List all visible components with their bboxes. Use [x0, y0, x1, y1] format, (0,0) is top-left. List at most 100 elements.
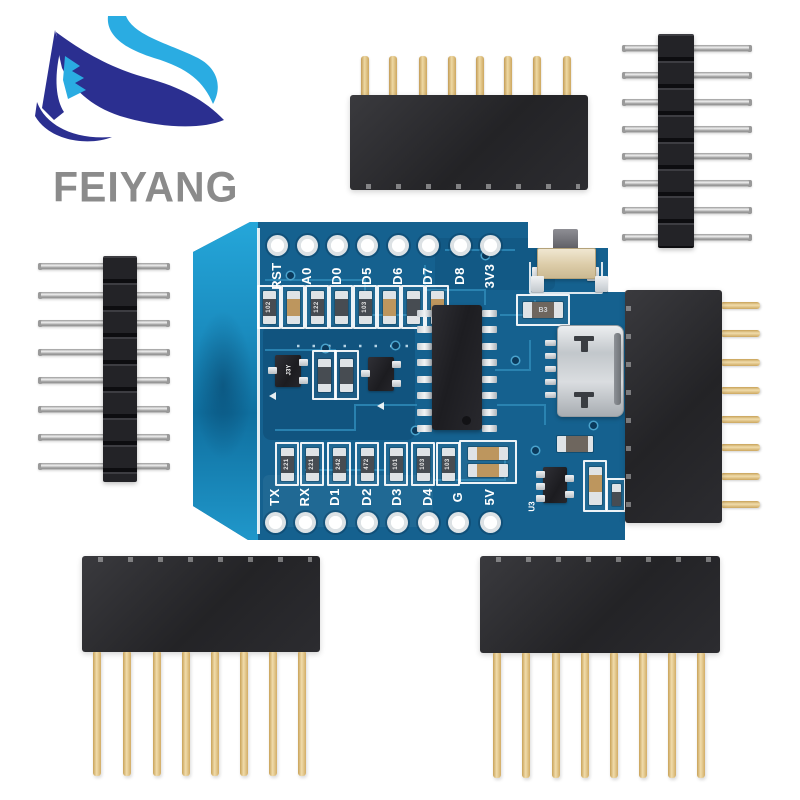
smd-resistor: 242: [327, 442, 351, 486]
via: [412, 427, 419, 434]
regulator-marking: U3: [527, 501, 537, 512]
socket-plastic-body: [480, 556, 720, 653]
brand-name: FEIYANG: [53, 163, 239, 211]
usb-tab: [574, 392, 594, 397]
smd-resistor: 101: [384, 442, 408, 486]
through-hole: [265, 512, 286, 533]
header-pin: [722, 387, 760, 394]
ic-pins-right: [482, 310, 497, 432]
usb-solder-pin: [545, 392, 556, 398]
through-hole: [418, 512, 439, 533]
micro-usb-connector: [557, 325, 624, 417]
through-hole: [297, 235, 318, 256]
header-pin: [389, 56, 397, 98]
transistor-leg: [392, 380, 401, 387]
pin-label-d4: D4: [420, 488, 435, 506]
transistor-leg: [299, 359, 308, 366]
diode-marking: B3: [538, 306, 548, 314]
smd-resistor: 103: [436, 442, 460, 486]
header-pin: [722, 501, 760, 508]
regulator-leg: [565, 475, 574, 482]
smd-capacitor: [468, 464, 508, 477]
feiyang-logo: FEIYANG: [25, 14, 240, 211]
through-hole: [418, 235, 439, 256]
header-pin: [533, 56, 541, 98]
header-pin: [504, 56, 512, 98]
solder-pad: [595, 276, 608, 292]
through-hole: [448, 512, 469, 533]
smd-resistor: [334, 350, 359, 400]
via: [532, 447, 539, 454]
antenna-region: [193, 222, 258, 540]
ic-pin1-dot: [462, 416, 471, 425]
pin-label-tx: TX: [267, 488, 282, 506]
header-pin: [182, 652, 190, 776]
usb-opening: [614, 333, 621, 405]
header-pin: [552, 653, 560, 778]
main-ic-chip: [432, 305, 482, 430]
usb-tab: [574, 336, 594, 341]
through-hole: [267, 235, 288, 256]
socket-plastic-body: [350, 95, 588, 190]
usb-solder-pin: [545, 353, 556, 359]
through-hole: [327, 235, 348, 256]
usb-solder-pin: [545, 379, 556, 385]
smd-resistor: [401, 285, 425, 329]
header-pin: [522, 653, 530, 778]
header-pin: [93, 652, 101, 776]
pin-label-5v: 5V: [482, 488, 497, 506]
regulator-leg: [536, 483, 545, 490]
smd-capacitor: [583, 460, 607, 512]
header-pin: [448, 56, 456, 98]
diode-box: B3: [516, 294, 570, 326]
pin-label-d8: D8: [452, 267, 467, 285]
pin-label-d3: D3: [389, 488, 404, 506]
through-hole: [388, 235, 409, 256]
header-pin: [269, 652, 277, 776]
smd-resistor: 103: [411, 442, 435, 486]
via: [392, 342, 399, 349]
through-hole: [387, 512, 408, 533]
through-hole: [480, 235, 501, 256]
header-pin: [610, 653, 618, 778]
silkscreen-mark: [269, 392, 276, 400]
smd-resistor: [329, 285, 353, 329]
header-pin: [419, 56, 427, 98]
header-pin: [697, 653, 705, 778]
via: [287, 272, 294, 279]
transistor-leg: [392, 361, 401, 368]
regulator-leg: [536, 471, 545, 478]
smd-resistor: [606, 478, 625, 512]
regulator-leg: [565, 491, 574, 498]
through-hole: [480, 512, 501, 533]
header-pin: [476, 56, 484, 98]
d1-mini-pcb: RST A0 D0 D5 D6 D7 D8 3V3 102 122 103 J3…: [193, 222, 625, 540]
pin-label-d1: D1: [327, 488, 342, 506]
via: [322, 345, 329, 352]
header-pin: [361, 56, 369, 98]
silkscreen-mark: [377, 402, 384, 410]
reset-button: [537, 248, 596, 279]
solder-pad: [531, 276, 544, 292]
smd-capacitor: [281, 285, 305, 329]
smd-resistor: 472: [355, 442, 379, 486]
transistor-sot23: [368, 357, 394, 391]
transistor-leg: [361, 370, 370, 377]
ic-pins-left: [417, 310, 432, 432]
smd-capacitor: [468, 447, 508, 460]
usb-solder-pin: [545, 340, 556, 346]
via: [590, 422, 597, 429]
header-pin: [123, 652, 131, 776]
via: [512, 357, 519, 364]
through-hole: [325, 512, 346, 533]
feiyang-flag-icon: [35, 16, 224, 142]
through-hole: [357, 512, 378, 533]
smd-resistor: [312, 350, 337, 400]
socket-plastic-body: [625, 290, 722, 523]
header-pin: [581, 653, 589, 778]
header-pin: [493, 653, 501, 778]
header-pin: [722, 359, 760, 366]
reset-button-nub: [553, 229, 578, 250]
pin-label-rx: RX: [297, 487, 312, 507]
